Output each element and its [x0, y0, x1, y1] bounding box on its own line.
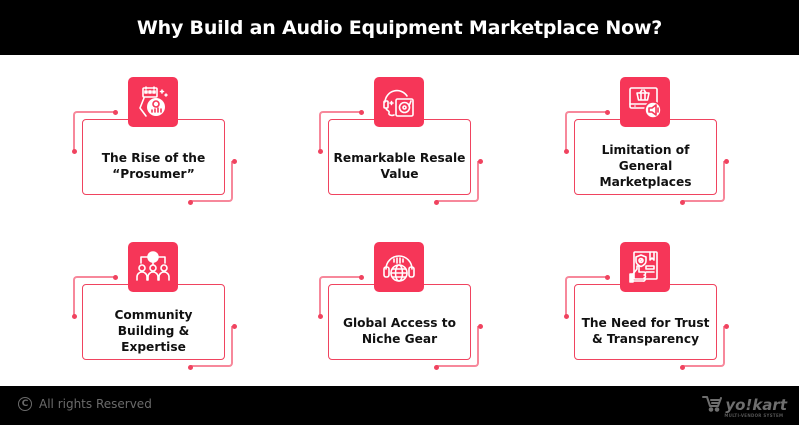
connector-dot	[680, 364, 685, 370]
connector-dot	[113, 109, 118, 115]
connector-dot	[317, 314, 323, 319]
card-community: Community Building & Expertise	[60, 235, 250, 375]
connector-dot	[680, 199, 685, 205]
card-trust-transparency: The Need for Trust & Transparency	[552, 235, 742, 375]
connector-line	[565, 111, 607, 151]
community-network-icon	[128, 242, 178, 292]
headphones-turntable-icon	[374, 77, 424, 127]
connector-line	[682, 326, 725, 367]
connector-dot	[477, 159, 483, 164]
shop-monitor-megaphone-icon	[620, 77, 670, 127]
connector-dot	[359, 109, 364, 115]
cart-icon	[702, 394, 723, 416]
connector-dot	[317, 149, 323, 154]
card-prosumer: The Rise of the “Prosumer”	[60, 70, 250, 210]
connector-line	[190, 326, 233, 367]
connector-dot	[434, 364, 439, 370]
connector-dot	[188, 199, 193, 205]
connector-line	[436, 326, 479, 367]
page-title: Why Build an Audio Equipment Marketplace…	[136, 16, 663, 39]
connector-dot	[563, 149, 569, 154]
copyright-notice: C All rights Reserved	[18, 397, 152, 411]
connector-dot	[113, 274, 118, 280]
connector-dot	[605, 274, 610, 280]
connector-dot	[434, 199, 439, 205]
page-footer: C All rights Reserved yo!kart MULTI-VEND…	[0, 386, 799, 425]
copyright-text: All rights Reserved	[39, 397, 152, 411]
card-general-marketplaces: Limitation of General Marketplaces	[552, 70, 742, 210]
connector-line	[319, 276, 361, 316]
card-title: Global Access to Niche Gear	[328, 284, 471, 360]
card-title: The Rise of the “Prosumer”	[82, 119, 225, 195]
copyright-icon: C	[18, 397, 32, 411]
connector-line	[319, 111, 361, 151]
connector-line	[682, 161, 725, 202]
connector-dot	[188, 364, 193, 370]
connector-line	[436, 161, 479, 202]
connector-dot	[71, 314, 77, 319]
connector-dot	[477, 324, 483, 329]
card-global-access: Global Access to Niche Gear	[306, 235, 496, 375]
connector-line	[565, 276, 607, 316]
page-header: Why Build an Audio Equipment Marketplace…	[0, 0, 799, 55]
card-resale-value: Remarkable Resale Value	[306, 70, 496, 210]
brand-tagline: MULTI-VENDOR SYSTEM	[724, 413, 784, 418]
card-title: Remarkable Resale Value	[328, 119, 471, 195]
connector-dot	[231, 159, 237, 164]
card-title: The Need for Trust & Transparency	[574, 284, 717, 360]
connector-line	[73, 276, 115, 316]
connector-dot	[723, 324, 729, 329]
connector-line	[190, 161, 233, 202]
connector-dot	[563, 314, 569, 319]
connector-dot	[723, 159, 729, 164]
connector-dot	[71, 149, 77, 154]
card-title: Limitation of General Marketplaces	[574, 119, 717, 195]
connector-dot	[359, 274, 364, 280]
card-title: Community Building & Expertise	[82, 284, 225, 360]
connector-dot	[231, 324, 237, 329]
trust-shield-thumbsup-icon	[620, 242, 670, 292]
brand-name: yo!kart	[725, 396, 787, 414]
globe-headphones-icon	[374, 242, 424, 292]
connector-dot	[605, 109, 610, 115]
content-creator-icon	[128, 77, 178, 127]
brand-logo: yo!kart MULTI-VENDOR SYSTEM	[702, 394, 787, 418]
connector-line	[73, 111, 115, 151]
